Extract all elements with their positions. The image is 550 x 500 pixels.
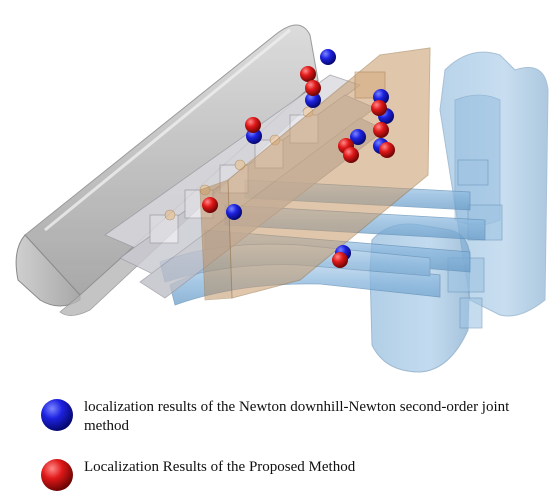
proposed-point-6	[343, 147, 359, 163]
newton-point-5	[350, 129, 366, 145]
newton-point-8	[226, 204, 242, 220]
legend-label-newton: localization results of the Newton downh…	[84, 399, 510, 434]
proposed-point-9	[202, 197, 218, 213]
blue-sphere-icon	[41, 399, 73, 431]
proposed-point-1	[300, 66, 316, 82]
proposed-point-8	[245, 117, 261, 133]
proposed-point-7	[379, 142, 395, 158]
legend: localization results of the Newton downh…	[0, 390, 550, 500]
legend-label-proposed: Localization Results of the Proposed Met…	[84, 459, 356, 475]
proposed-point-2	[305, 80, 321, 96]
sensor-localization-scene	[15, 24, 549, 373]
red-sphere-icon	[41, 459, 73, 491]
proposed-point-10	[332, 252, 348, 268]
proposed-point-3	[371, 100, 387, 116]
legend-item-newton: localization results of the Newton downh…	[40, 398, 514, 436]
legend-item-proposed: Localization Results of the Proposed Met…	[40, 458, 514, 492]
proposed-method-points	[202, 66, 395, 268]
proposed-point-4	[373, 122, 389, 138]
newton-point-2	[305, 92, 321, 108]
newton-point-1	[320, 49, 336, 65]
